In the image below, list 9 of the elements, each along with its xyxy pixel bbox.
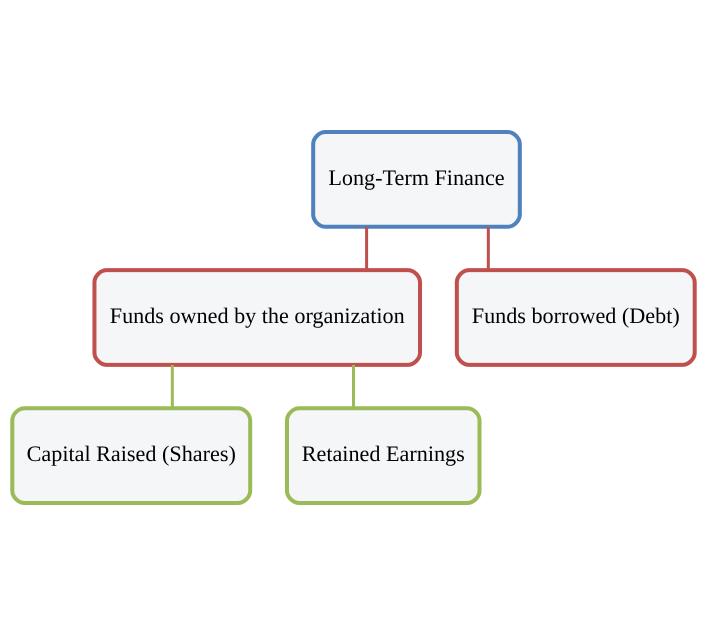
node-box: Funds owned by the organization: [92, 268, 422, 367]
node-box: Funds borrowed (Debt): [454, 268, 697, 367]
node-box: Long-Term Finance: [311, 130, 522, 229]
connector: [170, 365, 174, 408]
connector: [365, 226, 368, 270]
connector: [486, 226, 490, 270]
node-box: Capital Raised (Shares): [10, 406, 252, 505]
connector: [352, 365, 356, 408]
node-box: Retained Earnings: [284, 406, 482, 505]
